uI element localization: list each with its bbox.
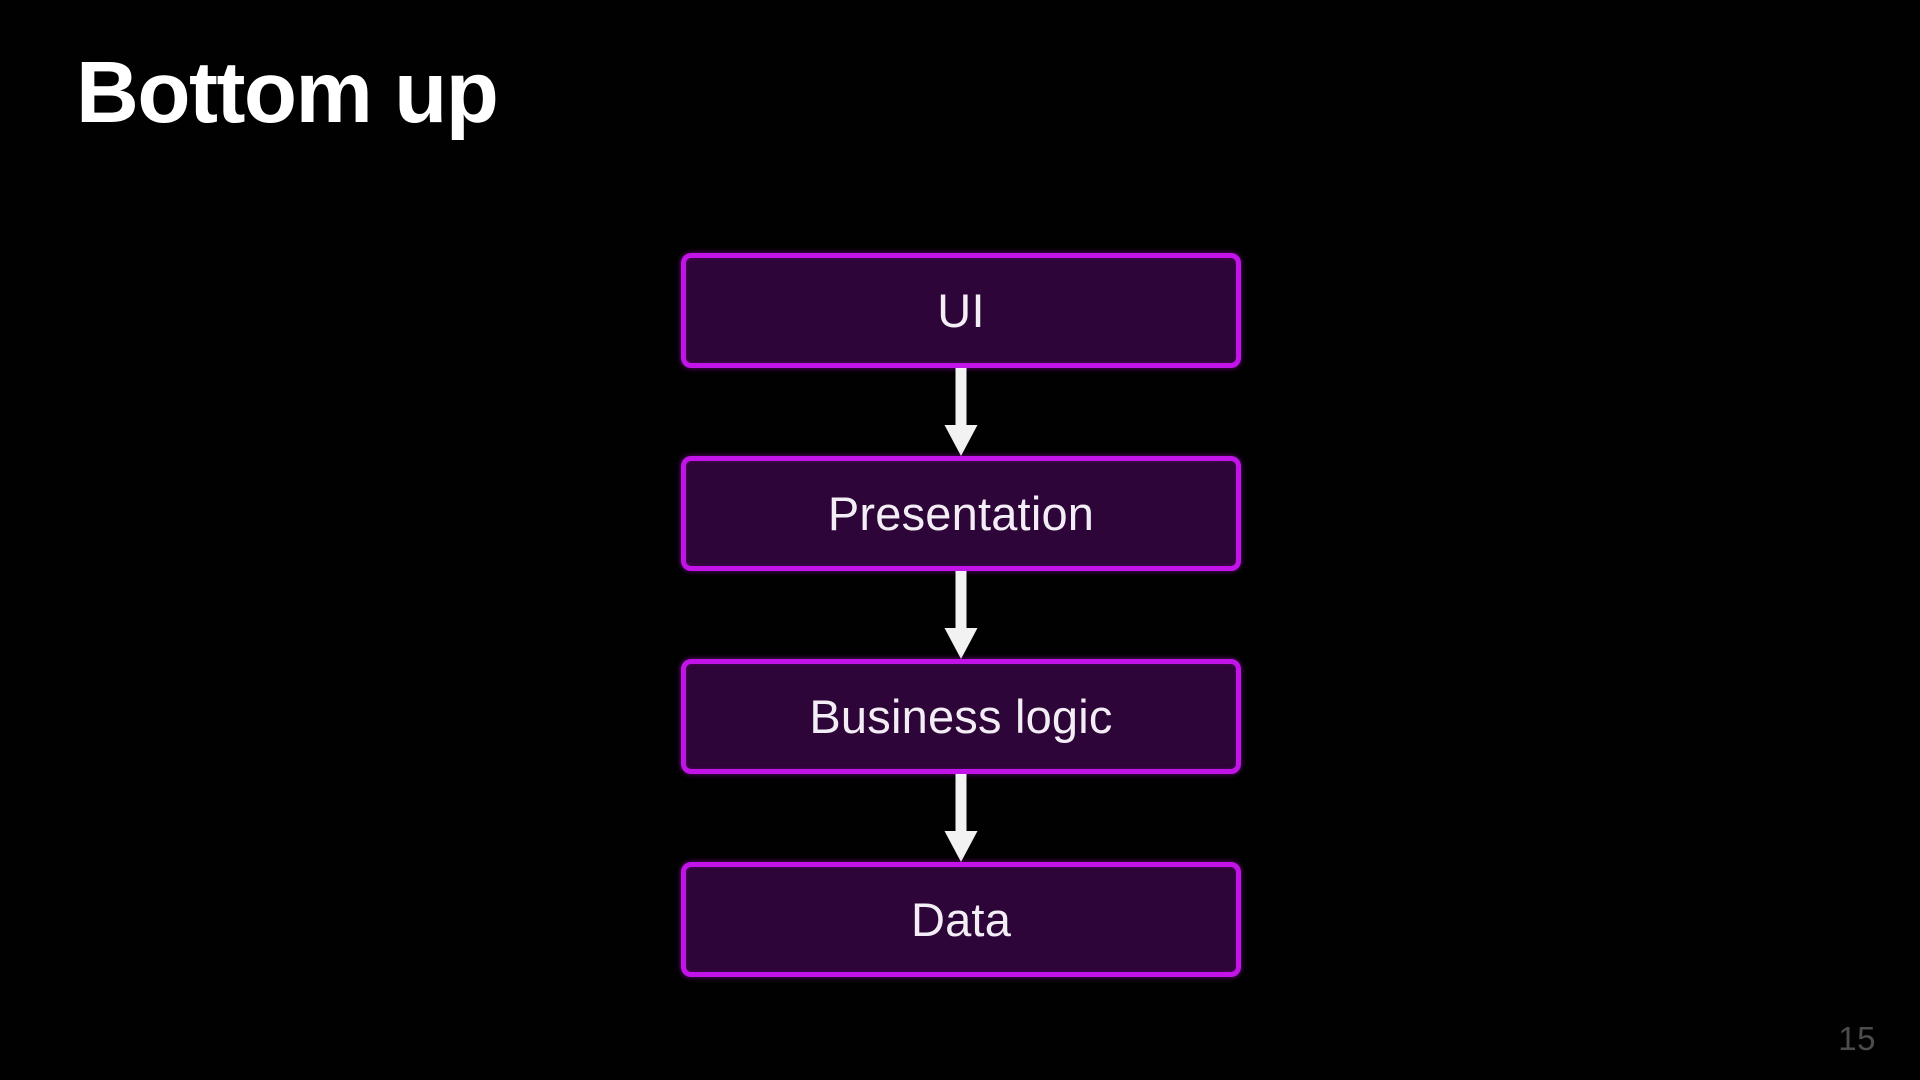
layer-box-label: UI <box>937 284 985 337</box>
layer-box-label: Presentation <box>827 487 1095 540</box>
layer-box-presentation[interactable]: Presentation <box>681 456 1241 571</box>
arrow-down-icon <box>944 774 978 862</box>
layer-box-data[interactable]: Data <box>681 862 1241 977</box>
layer-box-business-logic[interactable]: Business logic <box>681 659 1241 774</box>
layer-diagram: UI Presentation Business log <box>681 253 1241 977</box>
page-title: Bottom up <box>76 44 499 141</box>
connector-presentation-to-business-logic <box>681 571 1241 659</box>
layer-row: Data <box>681 862 1241 977</box>
layer-row: Presentation <box>681 456 1241 571</box>
layer-box-label: Data <box>910 893 1012 946</box>
arrow-down-icon <box>944 571 978 659</box>
layer-box-ui[interactable]: UI <box>681 253 1241 368</box>
arrow-down-icon <box>944 368 978 456</box>
connector-ui-to-presentation <box>681 368 1241 456</box>
connector-business-logic-to-data <box>681 774 1241 862</box>
layer-box-label: Business logic <box>809 690 1113 743</box>
layer-row: UI <box>681 253 1241 368</box>
page-number: 15 <box>1838 1020 1876 1057</box>
layer-row: Business logic <box>681 659 1241 774</box>
